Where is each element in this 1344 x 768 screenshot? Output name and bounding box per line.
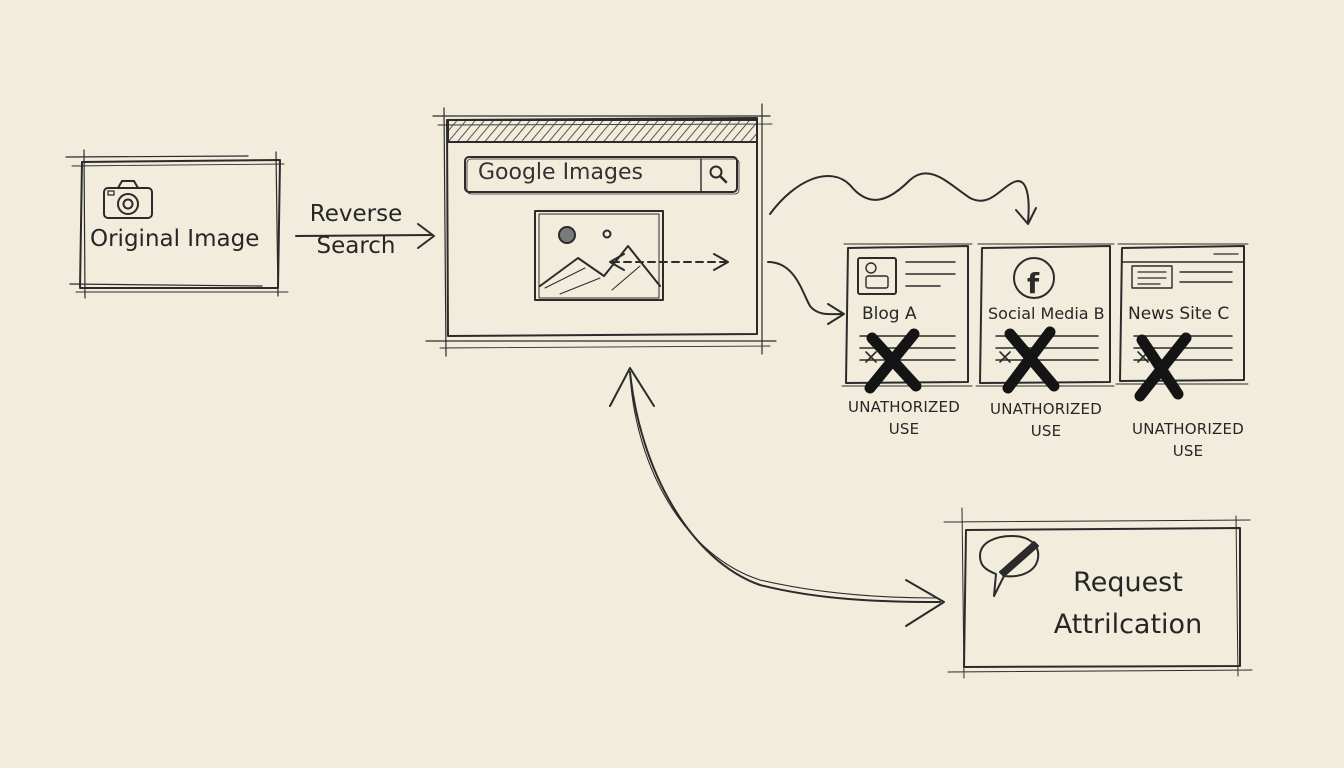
unauthorized-line2: USE [1172,442,1204,460]
unauthorized-label-social: UNATHORIZED USE [990,398,1102,442]
unauthorized-line1: UNATHORIZED [1132,420,1244,438]
original-image-label: Original Image [90,226,260,252]
original-image-box [65,149,289,299]
landscape-image-icon [534,210,664,301]
unauthorized-line1: UNATHORIZED [990,400,1102,418]
request-line1: Request [1073,567,1183,598]
unauthorized-label-news: UNATHORIZED USE [1132,418,1244,462]
reverse-label-line2: Search [316,233,396,259]
reverse-search-label: Reverse Search [300,198,412,262]
speech-bubble-pencil-icon [979,535,1040,597]
request-attribution-label: Request Attrilcation [1044,562,1212,646]
x-mark-social [1002,326,1060,394]
x-mark-news [1134,332,1192,402]
search-query-text: Google Images [478,160,643,185]
site-title-blog-a: Blog A [862,304,917,324]
browser-window [425,103,777,357]
x-mark-blog [864,328,922,394]
request-line2: Attrilcation [1053,609,1203,640]
unauthorized-line2: USE [888,420,920,438]
request-box [943,507,1253,679]
reverse-label-line1: Reverse [309,201,403,227]
site-card-blog-a [841,243,973,387]
reverse-search-arrow [295,234,433,237]
svg-text:f: f [1027,267,1040,300]
feedback-arrow [629,371,941,603]
unauthorized-line2: USE [1030,422,1062,440]
blog-arrow [767,261,843,316]
unauthorized-label-blog: UNATHORIZED USE [848,396,960,440]
x-mark-group [864,326,1192,402]
site-title-news-c: News Site C [1128,304,1230,324]
site-title-social-b: Social Media B [988,304,1105,323]
search-icon [709,165,728,184]
search-bar [464,156,740,195]
wavy-arrow [769,172,1030,223]
unauthorized-line1: UNATHORIZED [848,398,960,416]
camera-icon [103,180,153,219]
